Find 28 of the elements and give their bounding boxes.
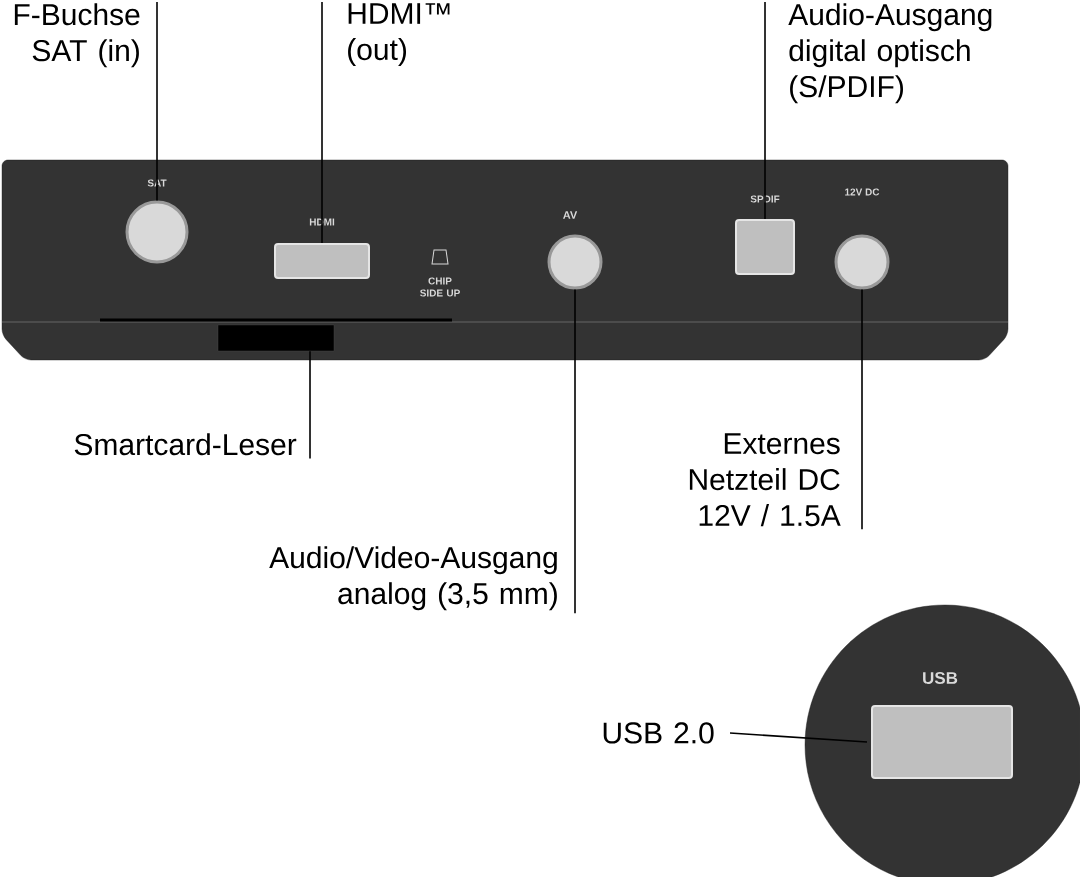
port-label: SPDIF — [750, 195, 780, 203]
leader-line — [861, 288, 863, 531]
optical-port — [735, 219, 795, 275]
card-slot — [217, 324, 335, 352]
port-label: HDMI — [309, 218, 335, 226]
port-label: USB — [923, 672, 958, 684]
callout-label: F-Buchse SAT (in) — [14, 3, 140, 68]
callout-label: Audio-Ausgang digital optisch (S/PDIF) — [788, 3, 992, 104]
leader-line — [309, 350, 311, 460]
leader-line — [764, 1, 766, 220]
callout-label: Audio/Video-Ausgang analog (3,5 mm) — [269, 546, 557, 611]
leader-line — [321, 1, 323, 244]
port-label: SAT — [147, 179, 167, 187]
coax-socket — [125, 200, 189, 264]
audio-jack — [547, 234, 603, 290]
callout-label: HDMI™ (out) — [348, 3, 450, 67]
callout-label: Externes Netzteil DC 12V / 1.5A — [689, 433, 841, 527]
usb-port — [871, 705, 1013, 779]
leader-line — [156, 1, 158, 202]
callout-label: Smartcard-Leser — [74, 433, 297, 456]
port-label: CHIP SIDE UP — [420, 277, 460, 297]
leader-line — [574, 288, 576, 615]
port-label: AV — [563, 211, 578, 219]
port-label: 12V DC — [845, 188, 880, 196]
power-jack — [834, 234, 890, 290]
leader-line — [729, 732, 868, 743]
hdmi-port — [274, 243, 370, 279]
callout-label: USB 2.0 — [603, 722, 714, 744]
